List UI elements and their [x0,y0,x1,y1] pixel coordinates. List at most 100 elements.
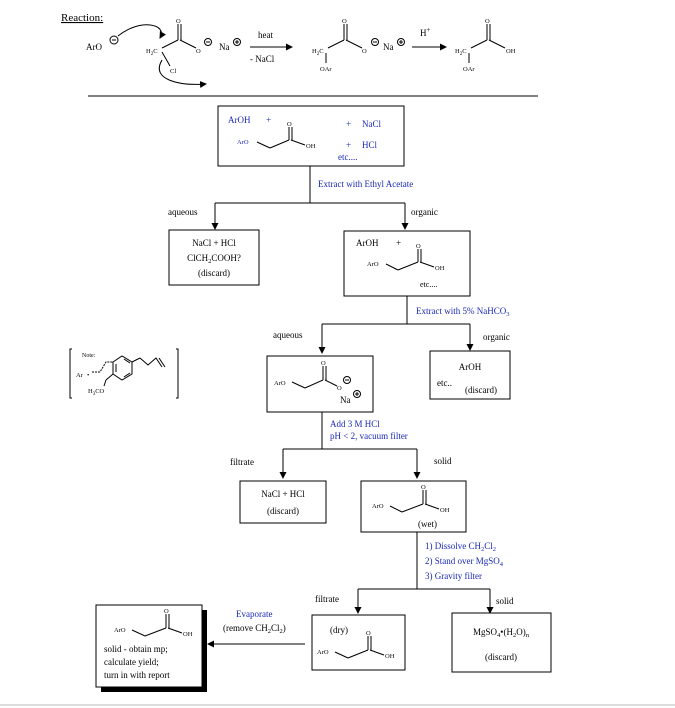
chlorine-label: Cl [170,68,176,75]
box-dry-filtrate: (dry) ArO O OH [311,614,406,671]
aro-label: ArO [367,261,379,268]
plus-sign: + [346,119,351,129]
curved-arrow-icon [117,24,167,39]
reaction-scheme: Reaction: ArO H2C O O Na Cl heat - NaCl … [61,12,516,88]
step-mgso4: 2) Stand over MgSO4 [425,556,504,568]
dry-label: (dry) [330,625,348,635]
box2-line3: (discard) [198,268,230,278]
negative-charge-icon [109,35,119,45]
negative-charge-icon [371,38,379,46]
h2c-label: H2C [312,48,324,57]
aroh-label: ArOH [228,115,251,125]
note-label: Note: [82,353,96,359]
hydroxyl-label: OH [385,653,395,660]
h2c-label: H2C [146,48,158,57]
carboxylate-o: O [337,385,342,392]
mgso4-hydrate-label: MgSO4•(H2O)n [473,627,530,639]
final-line2: calculate yield; [104,657,159,667]
carbonyl-o: O [176,18,181,25]
aro-label: ArO [274,380,286,387]
box-mgso4-discard: MgSO4•(H2O)n (discard) [451,612,552,673]
label-solid: solid [496,596,514,606]
box2-line2: ClCH2COOH? [187,253,241,265]
step-extract-nahco3: Extract with 5% NaHCO3 [416,306,509,318]
box-organic-1: ArOH + ArO O OH etc.... [343,230,471,297]
label-aqueous: aqueous [168,207,198,217]
sodium-label: Na [340,395,351,405]
etc-label: etc.... [420,280,437,289]
reaction-title: Reaction: [61,12,103,24]
plus-sign: + [346,140,351,150]
h2c-label: H2C [455,48,467,57]
carbonyl-o: O [485,18,490,25]
etc-label: etc.. [437,378,452,388]
carbonyl-o: O [342,18,347,25]
box-filtrate-discard: NaCl + HCl (discard) [239,480,327,524]
box-organic-discard: ArOH etc.. (discard) [429,350,511,400]
carbonyl-o: O [287,121,292,128]
hydroxyl-label: OH [506,48,516,55]
sodium-label: Na [383,42,394,52]
note-aryl-structure: Note: Ar • H3CO [69,348,179,399]
label-organic: organic [483,332,510,342]
hydroxyl-label: OH [183,631,193,638]
aryloxide-label: ArO [86,42,102,52]
aroh-label: ArOH [459,362,482,372]
hcl-label: HCl [362,140,378,150]
carboxylate-o: O [362,48,367,55]
aro-label: ArO [317,649,329,656]
box-wet-solid: ArO O OH (wet) [360,480,467,533]
hydroxyl-label: OH [306,143,316,150]
hydroxyl-label: OH [435,265,445,272]
label-filtrate: filtrate [230,457,254,467]
oar-label: OAr [463,66,475,73]
step-gravity-filter: 3) Gravity filter [425,571,482,581]
plus-sign: + [396,238,401,248]
step-vacuum-filter: pH < 2, vacuum filter [330,431,408,441]
step-dissolve: 1) Dissolve CH2Cl2 [425,541,496,553]
carboxylate-o: O [196,48,201,55]
box-aqueous-salt: ArO O O Na [266,355,374,413]
sodium-label: Na [219,42,230,52]
box6-line2: (discard) [267,506,299,516]
carbonyl-o: O [164,608,169,615]
aroh-label: ArOH [356,238,379,248]
box-aqueous-discard-1: NaCl + HCl ClCH2COOH? (discard) [168,229,260,286]
label-aqueous: aqueous [273,330,303,340]
final-line1: solid - obtain mp; [104,644,168,654]
carbonyl-o: O [416,243,421,250]
label-solid: solid [434,456,452,466]
positive-charge-icon [397,38,405,46]
etc-label: etc.... [338,152,358,162]
step-extract-ethyl-acetate: Extract with Ethyl Acetate [318,179,413,189]
positive-charge-icon [353,390,361,398]
oar-label: OAr [320,66,332,73]
box-final-product: ArO O OH solid - obtain mp; calculate yi… [95,604,207,692]
remove-solvent-label: (remove CH2Cl2) [223,623,286,635]
positive-charge-icon [233,38,241,46]
negative-charge-icon [204,38,212,46]
methoxy-label: H3CO [88,388,105,397]
final-line3: turn in with report [104,670,170,680]
carbonyl-o: O [321,360,326,367]
hydroxyl-label: OH [440,507,450,514]
allyl-group-icon [139,357,166,368]
negative-charge-icon [343,376,351,384]
label-organic: organic [411,207,438,217]
minus-nacl-label: - NaCl [250,54,275,64]
nacl-label: NaCl [362,119,381,129]
discard-label: (discard) [465,385,497,395]
label-filtrate: filtrate [315,594,339,604]
carbonyl-o: O [366,630,371,637]
plus-sign: + [266,115,271,125]
aro-label: ArO [237,139,249,146]
aro-label: ArO [372,503,384,510]
box2-line1: NaCl + HCl [192,238,236,248]
box-reaction-mixture: ArOH + + NaCl + HCl ArO O OH etc.... [217,105,405,167]
carbonyl-o: O [421,484,426,491]
curved-arrow-icon [158,59,207,88]
step-evaporate: Evaporate [236,609,272,619]
aro-label: ArO [114,627,126,634]
wet-label: (wet) [418,519,437,529]
